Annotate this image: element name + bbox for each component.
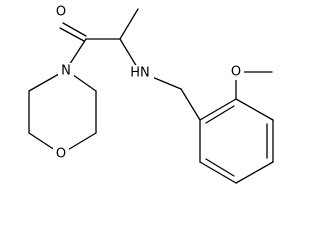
bond-ch2-ring: [180, 88, 201, 121]
methoxy-oxygen-label: O: [231, 65, 241, 80]
bond-ring-inner-1: [205, 105, 235, 124]
carbonyl-oxygen-label: O: [56, 5, 66, 20]
amine-label: HN: [130, 66, 150, 81]
bond-alpha-methyl: [119, 8, 139, 40]
bond-ring-c2-c3: [235, 98, 274, 121]
atom-labels: O N O HN O: [53, 4, 244, 162]
bond-ring-c1-c2: [199, 98, 237, 121]
morpholine-oxygen-label: O: [56, 147, 66, 162]
bond-ring-c4-c5: [235, 161, 274, 184]
bond-carbonyl-double-a: [62, 22, 87, 37]
bond-ring-inner-3: [205, 158, 235, 177]
morpholine-nitrogen-label: N: [61, 64, 71, 79]
structure-drawing: O N O HN O: [28, 4, 274, 184]
bond-carbonyl-double-b: [59, 27, 85, 42]
bond-ring-c5-c6: [199, 161, 237, 184]
